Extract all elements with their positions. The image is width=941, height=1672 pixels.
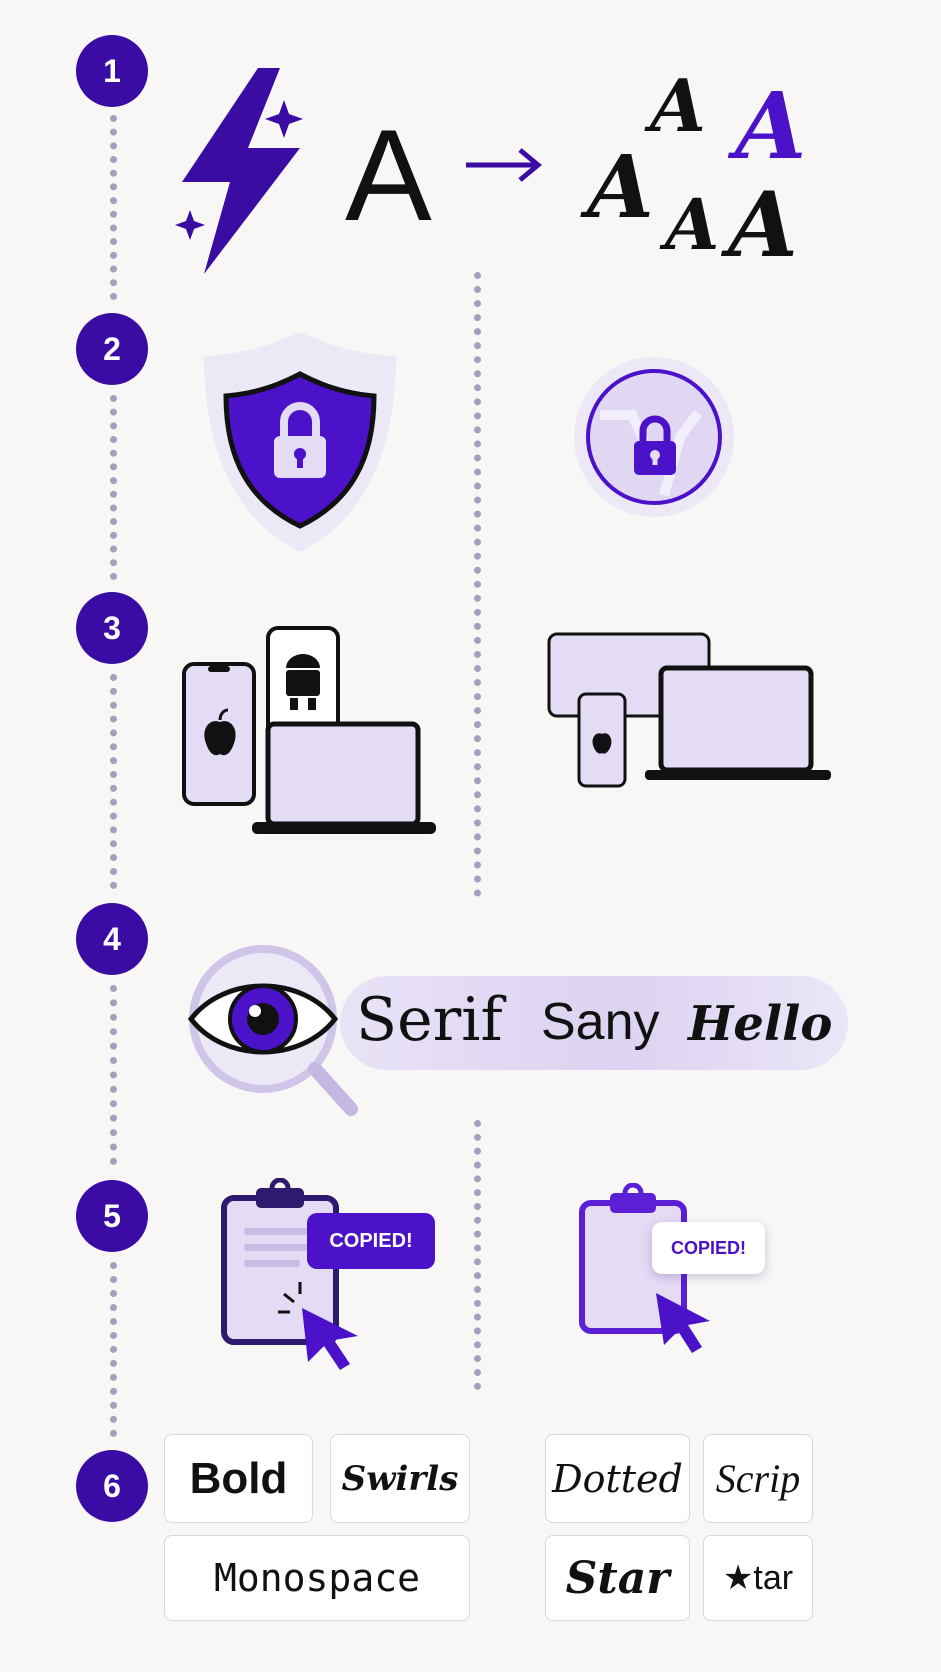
scrip-style-chip[interactable]: Scrip — [703, 1434, 813, 1523]
left-timeline-dots — [110, 115, 117, 300]
display-sample: Hello — [688, 996, 833, 1052]
eye-magnifier-icon — [187, 945, 358, 1116]
plain-letter-a: A — [345, 102, 432, 248]
left-timeline-dots — [110, 674, 117, 889]
star-tar-style-chip[interactable]: ★tar — [703, 1535, 813, 1621]
dotted-style-chip[interactable]: Dotted — [545, 1434, 690, 1523]
script-letter-a-accent: A — [735, 72, 807, 180]
center-divider-dots — [474, 1120, 481, 1390]
copied-badge: COPIED! — [307, 1213, 435, 1269]
font-preview-pill — [340, 976, 848, 1070]
left-timeline-dots — [110, 1262, 117, 1437]
browser-lock-icon — [574, 357, 734, 517]
monospace-style-chip[interactable]: Monospace — [164, 1535, 470, 1621]
center-divider-dots — [474, 272, 481, 897]
script-letter-a: A — [665, 183, 720, 266]
step-number-3: 3 — [76, 592, 148, 664]
serif-sample: Serif — [356, 985, 503, 1055]
sans-sample: Sany — [541, 993, 660, 1051]
shield-lock-icon — [204, 332, 396, 552]
clipboard-copy-icon — [221, 1178, 358, 1370]
step-number-6: 6 — [76, 1450, 148, 1522]
step-number-1: 1 — [76, 35, 148, 107]
script-letter-a: A — [650, 63, 706, 148]
iphone-android-laptop-icon — [182, 626, 436, 834]
left-timeline-dots — [110, 985, 117, 1165]
star-style-chip[interactable]: Star — [545, 1535, 690, 1621]
multi-device-icon — [547, 632, 831, 788]
step-number-5: 5 — [76, 1180, 148, 1252]
step-number-2: 2 — [76, 313, 148, 385]
step-number-4: 4 — [76, 903, 148, 975]
script-letter-a: A — [728, 172, 798, 278]
copied-badge: COPIED! — [652, 1222, 765, 1274]
left-timeline-dots — [110, 395, 117, 580]
bold-style-chip[interactable]: Bold — [164, 1434, 313, 1523]
arrow-right-icon — [466, 148, 542, 182]
script-letter-a: A — [587, 137, 654, 238]
swirls-style-chip[interactable]: Swirls — [330, 1434, 470, 1523]
lightning-sparkle-icon — [175, 68, 303, 274]
